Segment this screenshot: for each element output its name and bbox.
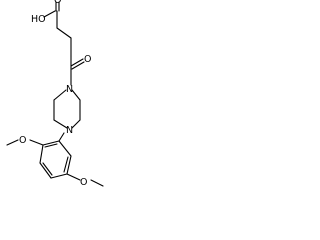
bond-aryl-4-5	[50, 173, 68, 179]
atom-labels: HO O O N N O O	[19, 0, 91, 188]
bond-aryl-ome-left	[29, 139, 44, 146]
bond-aryl-ome-right	[66, 173, 81, 181]
bond-aryl-5-6-inner	[63, 156, 69, 173]
chemical-structure-diagram: HO O O N N O O	[0, 0, 106, 199]
bond-c1-oh	[43, 10, 56, 18]
bond-aryl-1-2	[42, 140, 60, 146]
structure-svg: HO O O N N O O	[6, 0, 104, 188]
bond-n1-ring-right-top	[71, 89, 81, 101]
bonds	[6, 1, 104, 187]
bond-c2-c3	[56, 27, 72, 39]
methoxy-left-oxygen-label: O	[19, 135, 26, 146]
bond-c5-o-double-b	[71, 61, 85, 70]
bond-ring-right-bottom-n2	[71, 119, 81, 129]
methoxy-right-oxygen-label: O	[80, 177, 87, 188]
bond-aryl-2-3	[39, 144, 44, 164]
bond-n2-ring-left-bottom	[53, 119, 68, 129]
piperazine-nitrogen-top: N	[66, 84, 73, 95]
bond-aryl-3-4	[39, 162, 52, 179]
bond-ome-right-methyl	[90, 179, 104, 187]
bond-c5-o-double-a	[70, 58, 84, 67]
bond-aryl-3-4-inner	[42, 162, 53, 176]
bond-aryl-5-6	[66, 155, 72, 175]
bond-ring-left-top-n1	[53, 89, 67, 101]
bond-ome-left-methyl	[6, 139, 19, 146]
bond-n2-aryl	[58, 132, 65, 142]
bond-aryl-6-1	[58, 140, 72, 157]
piperazine-nitrogen-bottom: N	[66, 125, 73, 136]
ketone-oxygen-label: O	[84, 54, 91, 65]
acid-oxygen-label: O	[54, 0, 61, 6]
bond-aryl-1-2-inner	[44, 143, 58, 148]
hydroxyl-label: HO	[31, 14, 46, 25]
